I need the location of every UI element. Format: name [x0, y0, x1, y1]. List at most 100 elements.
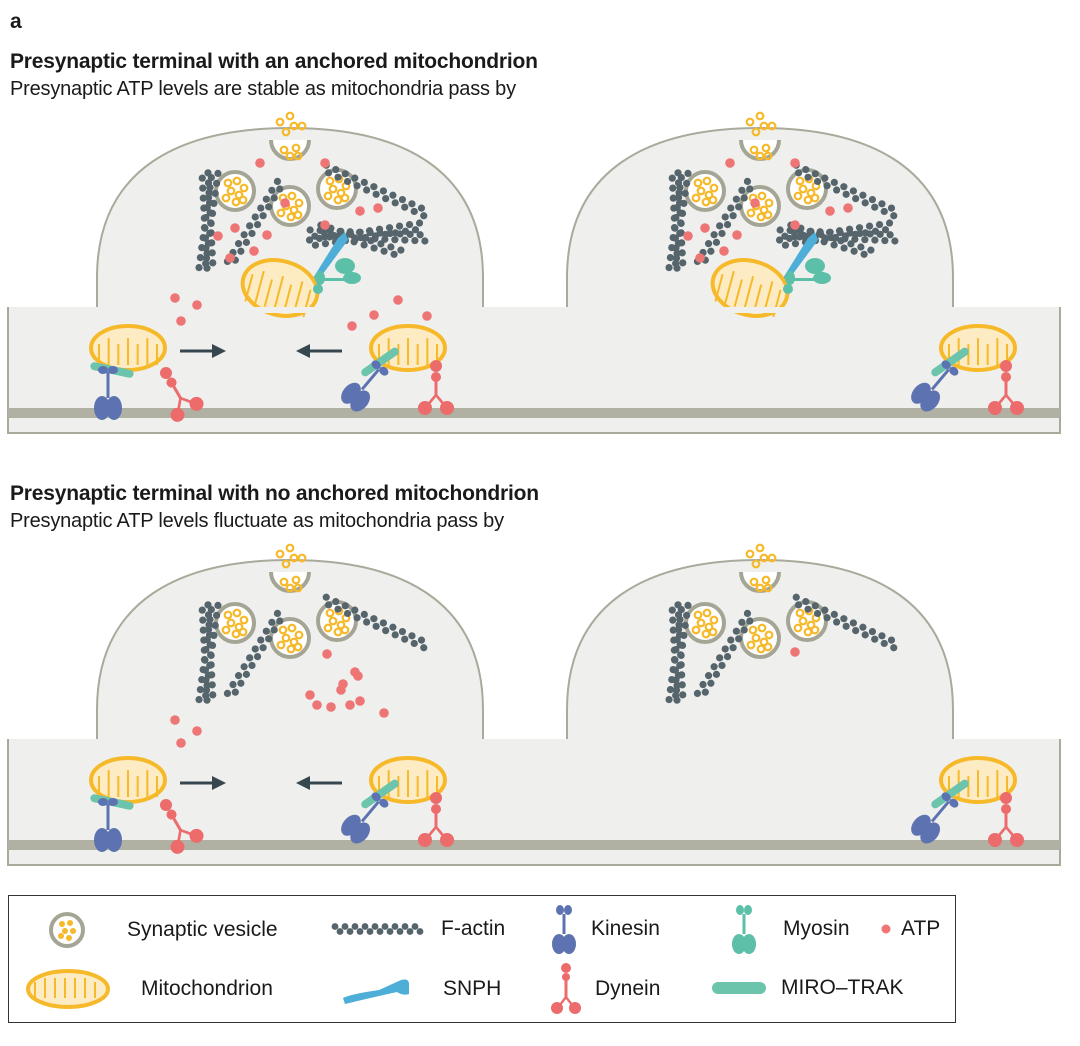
legend-label: Myosin — [783, 917, 850, 940]
mitochondrion — [710, 258, 790, 318]
legend-item-mitochondrion: Mitochondrion — [23, 968, 273, 1010]
panel-1-subtitle: Presynaptic ATP levels are stable as mit… — [10, 78, 516, 100]
legend-label: MIRO–TRAK — [781, 976, 904, 999]
movement-arrow — [180, 344, 226, 358]
atp-molecule — [369, 310, 379, 320]
kinesin-motor — [341, 792, 389, 844]
synaptic-vesicle — [684, 170, 726, 212]
atp-molecule — [843, 203, 853, 213]
f-actin-filament — [792, 593, 898, 652]
atp-molecule — [355, 206, 365, 216]
f-actin-icon — [331, 923, 424, 935]
legend-label: F-actin — [441, 917, 506, 940]
microtubule-track — [8, 408, 1060, 418]
atp-molecule — [312, 700, 322, 710]
legend-item-miro-trak: MIRO–TRAK — [709, 976, 904, 1000]
f-actin-filament — [195, 169, 222, 272]
kinesin-motor — [94, 366, 122, 420]
atp-molecule — [695, 253, 705, 263]
f-actin-filament — [792, 161, 898, 220]
kinesin-motor — [94, 798, 122, 852]
dynein-motor — [418, 792, 454, 847]
legend-label: Mitochondrion — [141, 977, 273, 1000]
miro-trak-icon — [712, 982, 766, 994]
fusing-vesicle — [269, 111, 311, 161]
f-actin-filament — [787, 221, 875, 258]
f-actin-filament — [322, 161, 428, 220]
atp-molecule — [347, 321, 357, 331]
f-actin-filament — [665, 601, 692, 704]
fusing-vesicle — [739, 543, 781, 593]
dynein-motor — [160, 367, 204, 422]
atp-molecule — [725, 158, 735, 168]
panel-1-title: Presynaptic terminal with an anchored mi… — [10, 50, 538, 73]
atp-molecule — [683, 231, 693, 241]
atp-molecule — [345, 700, 355, 710]
atp-molecule — [176, 738, 186, 748]
atp-molecule — [326, 702, 336, 712]
kinesin-motor — [341, 360, 389, 412]
atp-molecule — [338, 679, 348, 689]
f-actin-filament — [693, 609, 754, 698]
mitochondrion — [240, 258, 320, 318]
atp-molecule — [373, 203, 383, 213]
atp-icon — [881, 924, 891, 934]
mitochondrion-icon — [26, 969, 110, 1009]
atp-molecule — [750, 198, 760, 208]
legend-label: ATP — [901, 917, 941, 940]
dynein-motor — [988, 792, 1024, 847]
atp-molecule — [322, 649, 332, 659]
myosin-icon — [732, 905, 756, 954]
presynaptic-bouton — [566, 543, 954, 741]
dynein-icon — [551, 963, 581, 1014]
synaptic-vesicle — [214, 602, 256, 644]
atp-molecule — [192, 726, 202, 736]
synaptic-vesicle — [739, 617, 781, 659]
movement-arrow — [180, 776, 226, 790]
panel-1-illustration — [7, 111, 1061, 434]
snph-icon — [343, 979, 409, 1004]
legend-item-synaptic-vesicle: Synaptic vesicle — [47, 910, 278, 950]
mitochondrion — [89, 324, 167, 372]
atp-molecule — [255, 158, 265, 168]
miro-trak-adaptor — [361, 779, 399, 809]
myosin-motor — [783, 258, 831, 294]
atp-molecule — [379, 708, 389, 718]
atp-molecule — [790, 220, 800, 230]
myosin-motor — [313, 258, 361, 294]
legend-item-dynein: Dynein — [549, 962, 660, 1016]
f-actin-filament — [195, 601, 222, 704]
presynaptic-bouton — [566, 111, 954, 318]
kinesin-icon — [552, 905, 576, 954]
synaptic-vesicle-icon — [49, 912, 85, 948]
atp-molecule — [176, 316, 186, 326]
miro-trak-adaptor — [931, 347, 969, 377]
legend-item-snph: SNPH — [339, 972, 501, 1006]
fusing-vesicle — [269, 543, 311, 593]
atp-molecule — [305, 690, 315, 700]
mitochondrion — [89, 756, 167, 804]
legend-label: Dynein — [595, 977, 661, 1000]
legend-item-myosin: Myosin — [729, 904, 850, 954]
synaptic-vesicle — [269, 185, 311, 227]
kinesin-motor — [911, 360, 959, 412]
f-actin-filament — [322, 593, 428, 652]
legend-label: Synaptic vesicle — [127, 918, 278, 941]
panel-2-illustration — [7, 543, 1061, 866]
atp-molecule — [732, 230, 742, 240]
atp-molecule — [825, 206, 835, 216]
fusing-vesicle — [739, 111, 781, 161]
miro-trak-adaptor — [361, 347, 399, 377]
atp-molecule — [249, 246, 259, 256]
atp-molecule — [192, 300, 202, 310]
kinesin-motor — [911, 792, 959, 844]
miro-trak-adaptor — [931, 779, 969, 809]
atp-molecule — [280, 198, 290, 208]
legend: Synaptic vesicle F-actin Kinesin Myosin … — [8, 895, 956, 1023]
movement-arrow — [296, 344, 342, 358]
atp-molecule — [225, 253, 235, 263]
atp-molecule — [213, 231, 223, 241]
microtubule-track — [8, 840, 1060, 850]
presynaptic-bouton — [96, 543, 484, 741]
panel-2-title: Presynaptic terminal with no anchored mi… — [10, 482, 539, 505]
